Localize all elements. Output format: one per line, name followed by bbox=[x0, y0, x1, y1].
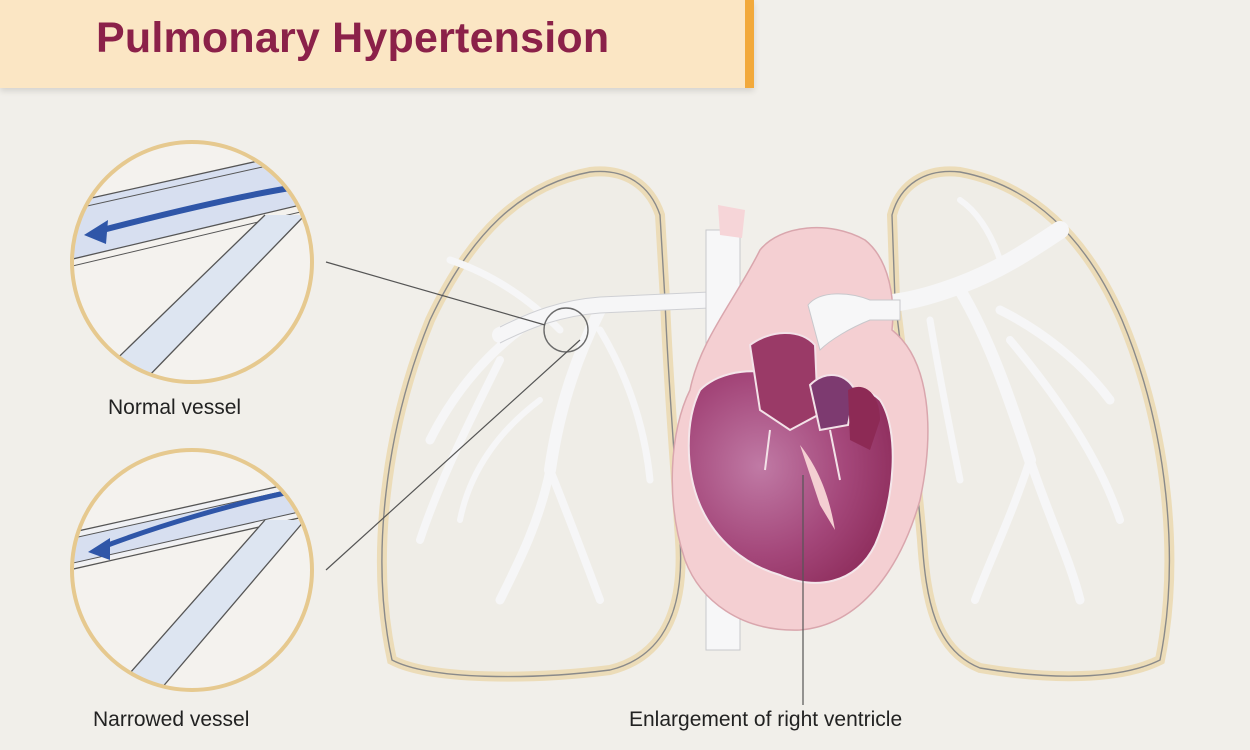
normal-vessel-label: Normal vessel bbox=[108, 396, 242, 419]
page-title: Pulmonary Hypertension bbox=[96, 14, 610, 62]
title-banner: Pulmonary Hypertension bbox=[0, 0, 754, 88]
narrowed-vessel-label: Narrowed vessel bbox=[93, 708, 250, 731]
left-lung-vessels bbox=[416, 256, 718, 605]
leader-lines bbox=[325, 261, 804, 705]
narrowed-vessel-zoom bbox=[70, 448, 314, 692]
left-lung bbox=[377, 166, 686, 682]
enlargement-label: Enlargement of right ventricle bbox=[629, 708, 903, 731]
normal-vessel-zoom bbox=[70, 140, 314, 384]
heart bbox=[671, 226, 929, 631]
